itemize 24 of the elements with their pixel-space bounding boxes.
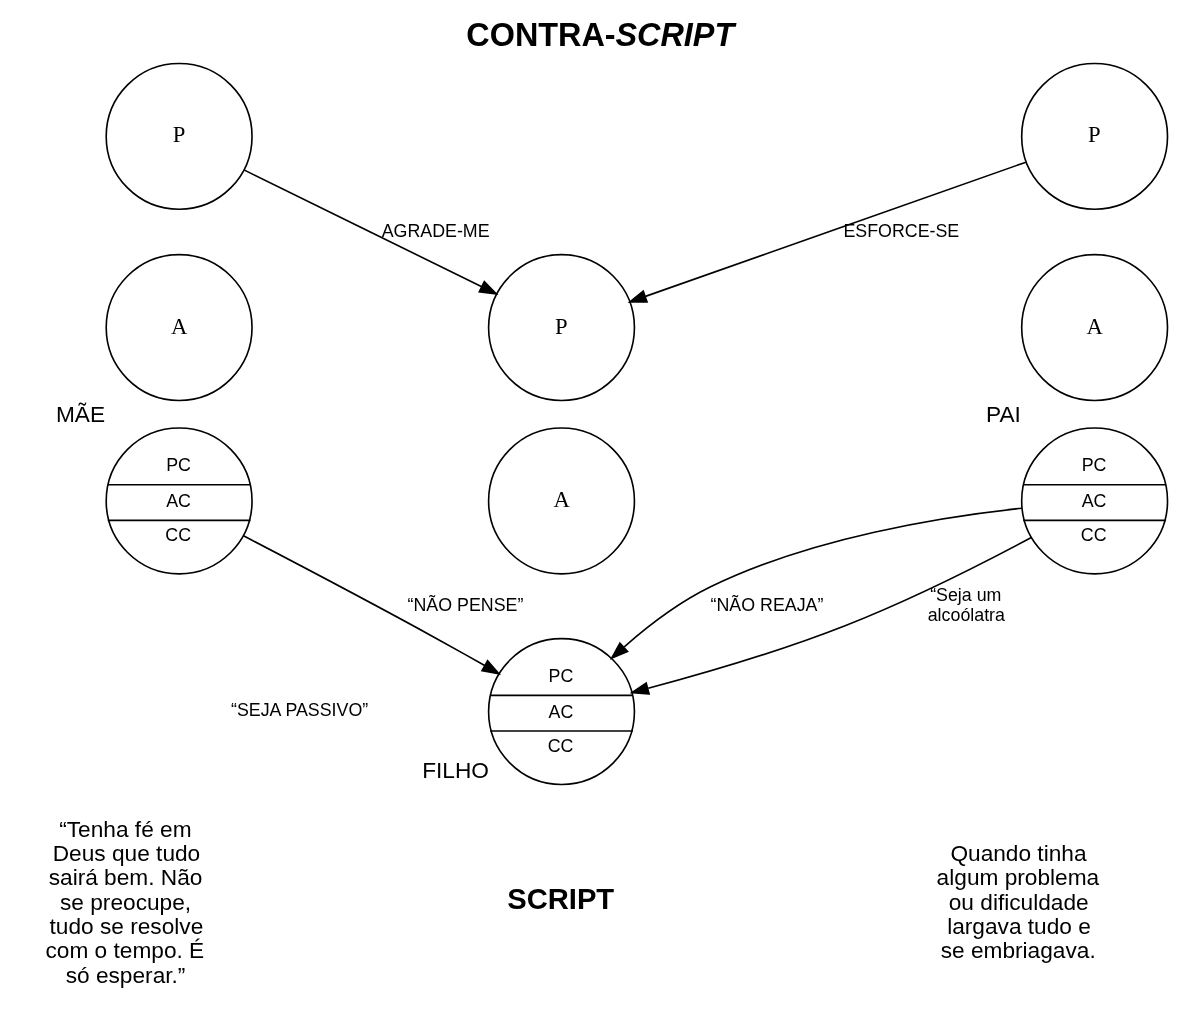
node-circle: A xyxy=(1020,253,1169,402)
node-circle: P xyxy=(105,62,253,211)
label: Quando tinha algum problema ou dificuldade largava tudo e se embriagava. xyxy=(936,839,1100,964)
node-circle: A xyxy=(487,427,636,575)
arrow xyxy=(629,536,1033,695)
edge-label: AGRADE-ME xyxy=(381,220,490,241)
edge-label: “NÃO REAJA” xyxy=(710,594,824,615)
node-label: FILHO xyxy=(422,757,489,784)
label: “Tenha fé em Deus que tudo sairá bem. Não se preocupe, tudo se resolve com o tempo. É só esperar.” xyxy=(45,815,205,988)
node-label: MÃE xyxy=(55,400,106,427)
node-label: PAI xyxy=(986,400,1021,427)
node-circle: P xyxy=(487,253,636,402)
diagram-title: CONTRA-SCRIPT xyxy=(466,16,735,53)
arrow xyxy=(242,535,502,675)
edge-label: “NÃO PENSE” xyxy=(407,594,524,615)
arrow xyxy=(609,507,1023,660)
arrow xyxy=(627,161,1027,303)
node-circle: A xyxy=(105,253,253,402)
label: SCRIPT xyxy=(507,883,615,916)
label: “SEJA PASSIVO” xyxy=(230,700,369,721)
node-circle: P xyxy=(1020,62,1169,211)
edge-label: ESFORCE-SE xyxy=(843,220,960,241)
edge-label: “Seja um alcoólatra xyxy=(927,585,1005,625)
arrow xyxy=(243,169,499,295)
